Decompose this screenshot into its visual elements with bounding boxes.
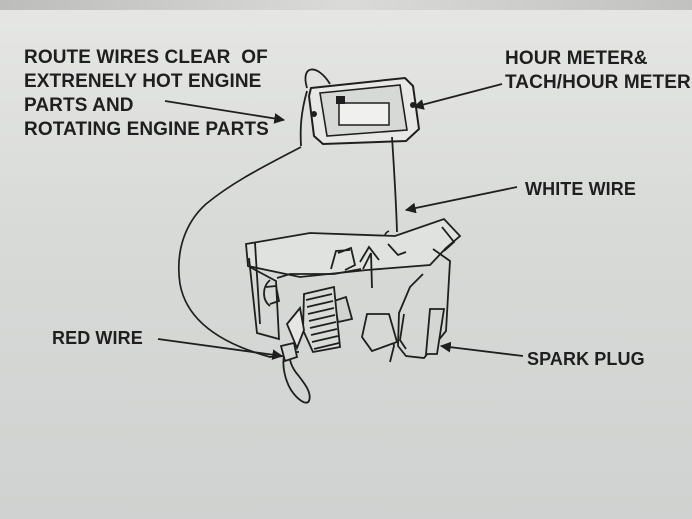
spark-plug-arrow (439, 341, 524, 357)
hour-meter-label: HOUR METER& TACH/HOUR METER (505, 48, 691, 93)
white-wire-arrow (404, 186, 518, 214)
red-wire-label: RED WIRE (52, 328, 143, 348)
hour-meter-device (299, 68, 421, 233)
red-wire-arrow (157, 338, 284, 361)
route-wires-arrow (164, 100, 286, 124)
engine-illustration (245, 217, 462, 404)
top-shadow (0, 0, 692, 10)
spark-plug-label: SPARK PLUG (527, 349, 645, 369)
white-wire-label: WHITE WIRE (525, 179, 636, 199)
hour-meter-arrow (412, 83, 503, 110)
red-wire-path (178, 146, 302, 358)
route-wires-label: ROUTE WIRES CLEAR OF EXTRENELY HOT ENGIN… (24, 47, 269, 140)
